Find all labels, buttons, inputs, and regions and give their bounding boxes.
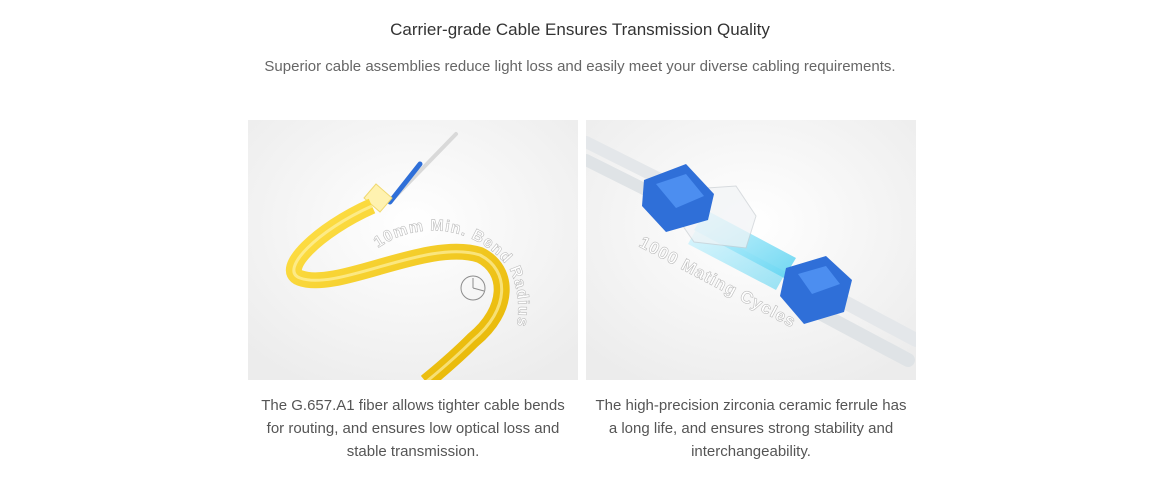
section-title: Carrier-grade Cable Ensures Transmission… (390, 20, 770, 39)
card-caption-mating-cycles: The high-precision zirconia ceramic ferr… (595, 397, 907, 460)
feature-card-mating-cycles: 1000 Mating Cycles The high-precision zi… (586, 120, 916, 463)
yellow-fiber-cable-image: 10mm Min. Bend Radius (248, 120, 578, 380)
lc-connector-image: 1000 Mating Cycles (586, 120, 916, 380)
card-caption-bend-radius: The G.657.A1 fiber allows tighter cable … (261, 397, 565, 460)
section-subtitle: Superior cable assemblies reduce light l… (264, 58, 896, 75)
feature-card-bend-radius: 10mm Min. Bend Radius The G.657.A1 fiber… (248, 120, 578, 463)
bend-radius-icon (460, 275, 486, 301)
